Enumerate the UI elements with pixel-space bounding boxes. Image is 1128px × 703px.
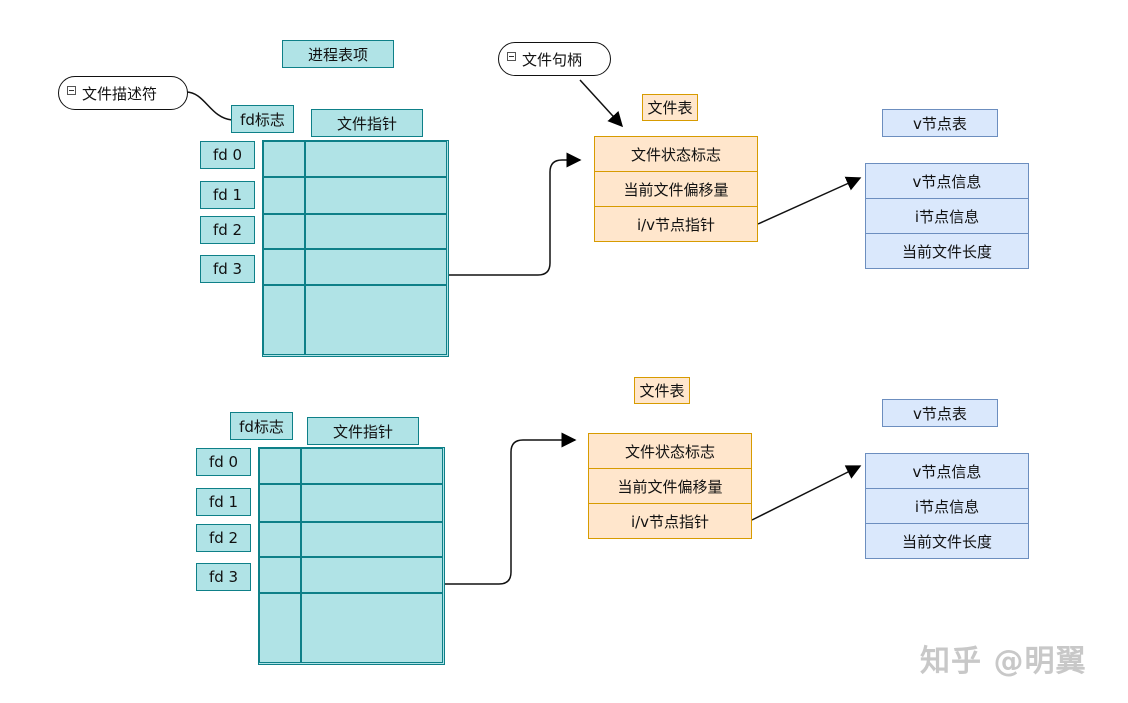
fd-0-label-bottom: fd 0: [196, 448, 251, 476]
grid-cell: [301, 484, 443, 522]
descriptor-callout-link: [185, 91, 233, 121]
vnode-table-title-bottom: v节点表: [882, 399, 998, 427]
file-table-title-bottom: 文件表: [634, 377, 690, 404]
collapse-icon[interactable]: [507, 51, 516, 61]
file-pointer-header-bottom: 文件指针: [307, 417, 419, 445]
grid-cell: [301, 557, 443, 593]
file-handle-callout-label: 文件句柄: [522, 50, 583, 69]
file-descriptor-callout: 文件描述符: [58, 76, 188, 110]
grid-cell: [259, 522, 301, 557]
inode-ptr-to-vnode-arrow-bottom: [751, 465, 862, 521]
grid-cell: [301, 593, 443, 663]
fd-flag-header: fd标志: [231, 105, 294, 133]
vnode-table-title-top: v节点表: [882, 109, 998, 137]
vnode-info-top: v节点信息: [865, 163, 1029, 199]
grid-cell: [305, 177, 447, 214]
inode-ptr-to-vnode-arrow-top: [757, 176, 862, 225]
grid-cell: [259, 557, 301, 593]
collapse-icon[interactable]: [67, 85, 76, 95]
file-status-flags-top: 文件状态标志: [594, 136, 758, 172]
fd-1-label-bottom: fd 1: [196, 488, 251, 516]
grid-cell: [301, 448, 443, 484]
inode-vnode-pointer-top: i/v节点指针: [594, 206, 758, 242]
process-table-entry-label: 进程表项: [282, 40, 394, 68]
current-file-length-bottom: 当前文件长度: [865, 523, 1029, 559]
file-status-flags-bottom: 文件状态标志: [588, 433, 752, 469]
grid-cell: [301, 522, 443, 557]
grid-cell: [305, 249, 447, 285]
grid-cell: [263, 285, 305, 355]
grid-cell: [263, 249, 305, 285]
inode-info-top: i节点信息: [865, 198, 1029, 234]
handle-arrow: [579, 79, 624, 128]
fd3-to-file-table-arrow-top: [449, 152, 582, 276]
fd-3-label-bottom: fd 3: [196, 563, 251, 591]
file-pointer-header: 文件指针: [311, 109, 423, 137]
process-table-grid-bottom: [258, 447, 445, 665]
fd-2-label-bottom: fd 2: [196, 524, 251, 552]
current-file-length-top: 当前文件长度: [865, 233, 1029, 269]
grid-cell: [263, 177, 305, 214]
grid-cell: [305, 285, 447, 355]
grid-cell: [259, 484, 301, 522]
file-handle-callout: 文件句柄: [498, 42, 611, 76]
fd-flag-header-bottom: fd标志: [230, 412, 293, 440]
current-offset-top: 当前文件偏移量: [594, 171, 758, 207]
inode-vnode-pointer-bottom: i/v节点指针: [588, 503, 752, 539]
fd-0-label: fd 0: [200, 141, 255, 169]
file-table-title-top: 文件表: [642, 94, 698, 121]
vnode-info-bottom: v节点信息: [865, 453, 1029, 489]
grid-cell: [263, 214, 305, 249]
grid-cell: [263, 141, 305, 177]
grid-cell: [259, 593, 301, 663]
grid-cell: [305, 214, 447, 249]
file-descriptor-callout-label: 文件描述符: [82, 84, 158, 103]
fd3-to-file-table-arrow-bottom: [445, 432, 577, 585]
grid-cell: [305, 141, 447, 177]
fd-1-label: fd 1: [200, 181, 255, 209]
watermark: 知乎 @明翼: [920, 644, 1087, 679]
process-table-grid-top: [262, 140, 449, 357]
fd-3-label: fd 3: [200, 255, 255, 283]
fd-2-label: fd 2: [200, 216, 255, 244]
current-offset-bottom: 当前文件偏移量: [588, 468, 752, 504]
grid-cell: [259, 448, 301, 484]
inode-info-bottom: i节点信息: [865, 488, 1029, 524]
